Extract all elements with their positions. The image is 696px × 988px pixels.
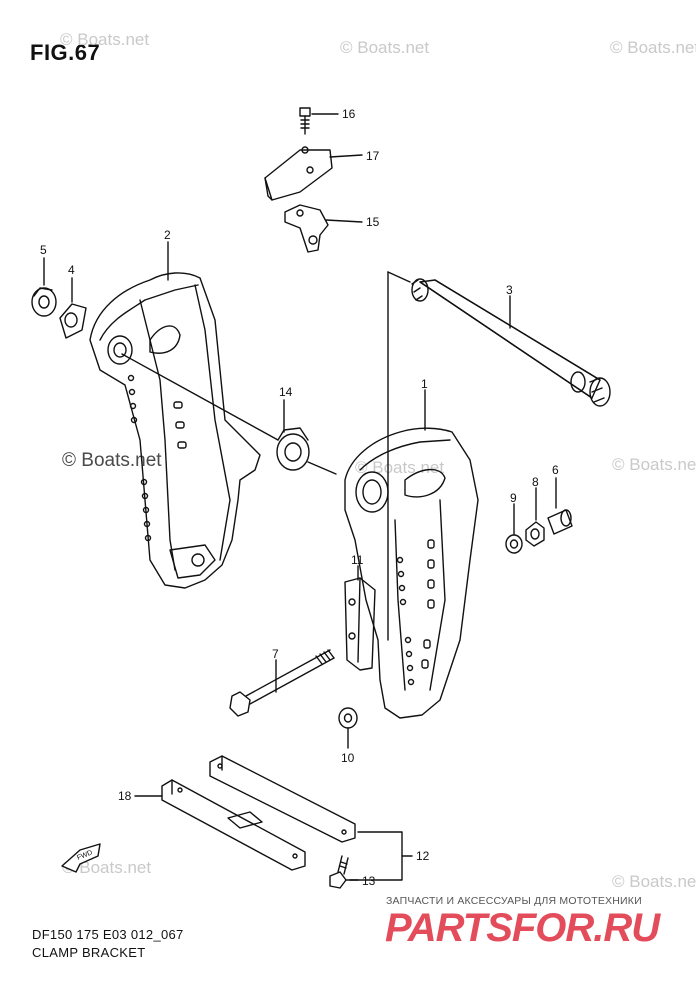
- part-label-5: 5: [40, 243, 47, 257]
- tilt-tube-part-3: [411, 278, 611, 407]
- part-label-3: 3: [506, 283, 513, 297]
- clamp-bracket-left-part-2: [89, 272, 261, 589]
- watermark: © Boats.net: [62, 450, 162, 471]
- part-label-9: 9: [510, 491, 517, 505]
- bolt-part-7: [229, 649, 335, 717]
- part-label-1: 1: [421, 377, 428, 391]
- watermark: © Boats.net: [612, 872, 696, 891]
- part-label-18: 18: [118, 789, 132, 803]
- bolt-part-16: [299, 107, 311, 135]
- watermark: © Boats.net: [60, 30, 150, 49]
- washer-part-9: [505, 534, 523, 554]
- cover-part-17: [264, 146, 333, 201]
- watermark: © Boats.net: [610, 38, 696, 57]
- watermark: © Boats.net: [355, 458, 445, 477]
- brand-logo-text: PARTSFOR.RU: [385, 906, 660, 950]
- part-label-11: 11: [351, 553, 364, 567]
- figure-title: FIG.67: [30, 40, 101, 65]
- part-label-2: 2: [164, 228, 171, 242]
- bushing-part-14: [276, 427, 310, 471]
- part-label-16: 16: [342, 107, 356, 121]
- fwd-arrow-icon: [61, 843, 101, 873]
- part-label-15: 15: [366, 215, 380, 229]
- nut-part-8: [525, 521, 545, 547]
- washer-part-10: [338, 707, 358, 729]
- collar-part-6: [547, 509, 573, 535]
- part-label-17: 17: [366, 149, 380, 163]
- part-label-7: 7: [272, 647, 279, 661]
- promo-tagline: ЗАПЧАСТИ И АКСЕССУАРЫ ДЛЯ МОТОТЕХНИКИ: [386, 895, 642, 907]
- nut-part-5: [31, 287, 57, 317]
- spacer-plate-part-11: [344, 577, 376, 671]
- watermark: © Boats.net: [612, 455, 696, 474]
- watermark: © Boats.net: [340, 38, 430, 57]
- part-label-6: 6: [552, 463, 559, 477]
- part-label-10: 10: [341, 751, 355, 765]
- anode-plate-part-18: [161, 779, 306, 871]
- part-label-12: 12: [416, 849, 430, 863]
- part-label-13: 13: [362, 874, 376, 888]
- part-label-4: 4: [68, 263, 75, 277]
- anode-plate-upper: [209, 755, 356, 843]
- washer-part-4: [59, 303, 87, 339]
- part-label-8: 8: [532, 475, 539, 489]
- screw-part-13: [329, 855, 349, 889]
- plate-part-15: [284, 204, 329, 253]
- diagram-caption: CLAMP BRACKET: [32, 945, 146, 960]
- part-label-14: 14: [279, 385, 293, 399]
- clamp-bracket-right-part-1: [344, 427, 479, 719]
- model-code: DF150 175 E03 012_067: [32, 927, 184, 942]
